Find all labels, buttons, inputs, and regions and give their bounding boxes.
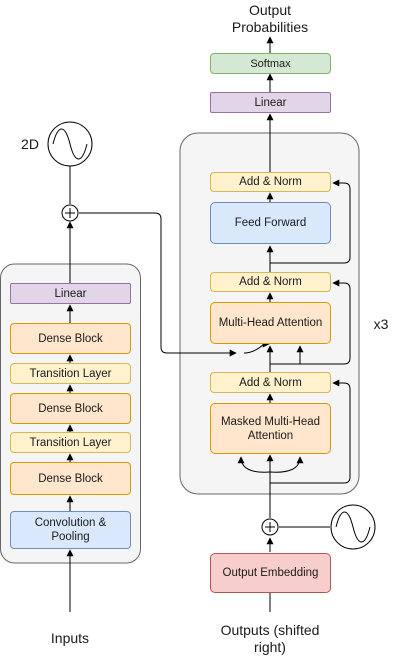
dim-label: 2D bbox=[21, 136, 39, 152]
residual-feedforward bbox=[270, 179, 351, 264]
plus-circle-icon bbox=[61, 204, 79, 222]
dense-block-3: Dense Block bbox=[10, 462, 131, 495]
linear-box-decoder: Linear bbox=[210, 92, 331, 113]
multi-head-attention-box: Multi-Head Attention bbox=[210, 302, 331, 344]
inputs-label: Inputs bbox=[50, 630, 90, 646]
repeat-label: x3 bbox=[373, 316, 389, 332]
output-embedding-box: Output Embedding bbox=[210, 553, 331, 593]
softmax-box: Softmax bbox=[210, 53, 331, 74]
residual-attention bbox=[270, 279, 351, 365]
linear-box-left: Linear bbox=[10, 283, 131, 304]
transition-layer-2: Transition Layer bbox=[10, 432, 131, 453]
conv-pooling-box: Convolution & Pooling bbox=[10, 511, 131, 549]
add-norm-box-3: Add & Norm bbox=[210, 372, 331, 393]
add-norm-box-2: Add & Norm bbox=[210, 272, 331, 292]
feed-forward-box: Feed Forward bbox=[210, 202, 331, 244]
arrow-split-left bbox=[237, 456, 271, 473]
dense-block-1: Dense Block bbox=[10, 323, 131, 354]
sine-wave-icon bbox=[47, 121, 93, 167]
arrow-plus-to-attention-branch bbox=[243, 340, 270, 354]
outputs-label: Outputs (shifted right) bbox=[220, 622, 320, 655]
output-probabilities-label: Output Probabilities bbox=[231, 2, 309, 35]
arrow-split-right bbox=[269, 456, 304, 473]
transition-layer-1: Transition Layer bbox=[10, 363, 131, 384]
masked-attention-box: Masked Multi-Head Attention bbox=[210, 403, 331, 454]
residual-masked bbox=[270, 379, 351, 484]
sine-wave-icon-decoder bbox=[330, 504, 376, 550]
dense-block-2: Dense Block bbox=[10, 393, 131, 424]
arrow-plus-to-attention bbox=[79, 212, 237, 357]
plus-circle-icon-decoder bbox=[261, 518, 279, 536]
add-norm-box-1: Add & Norm bbox=[210, 172, 331, 192]
